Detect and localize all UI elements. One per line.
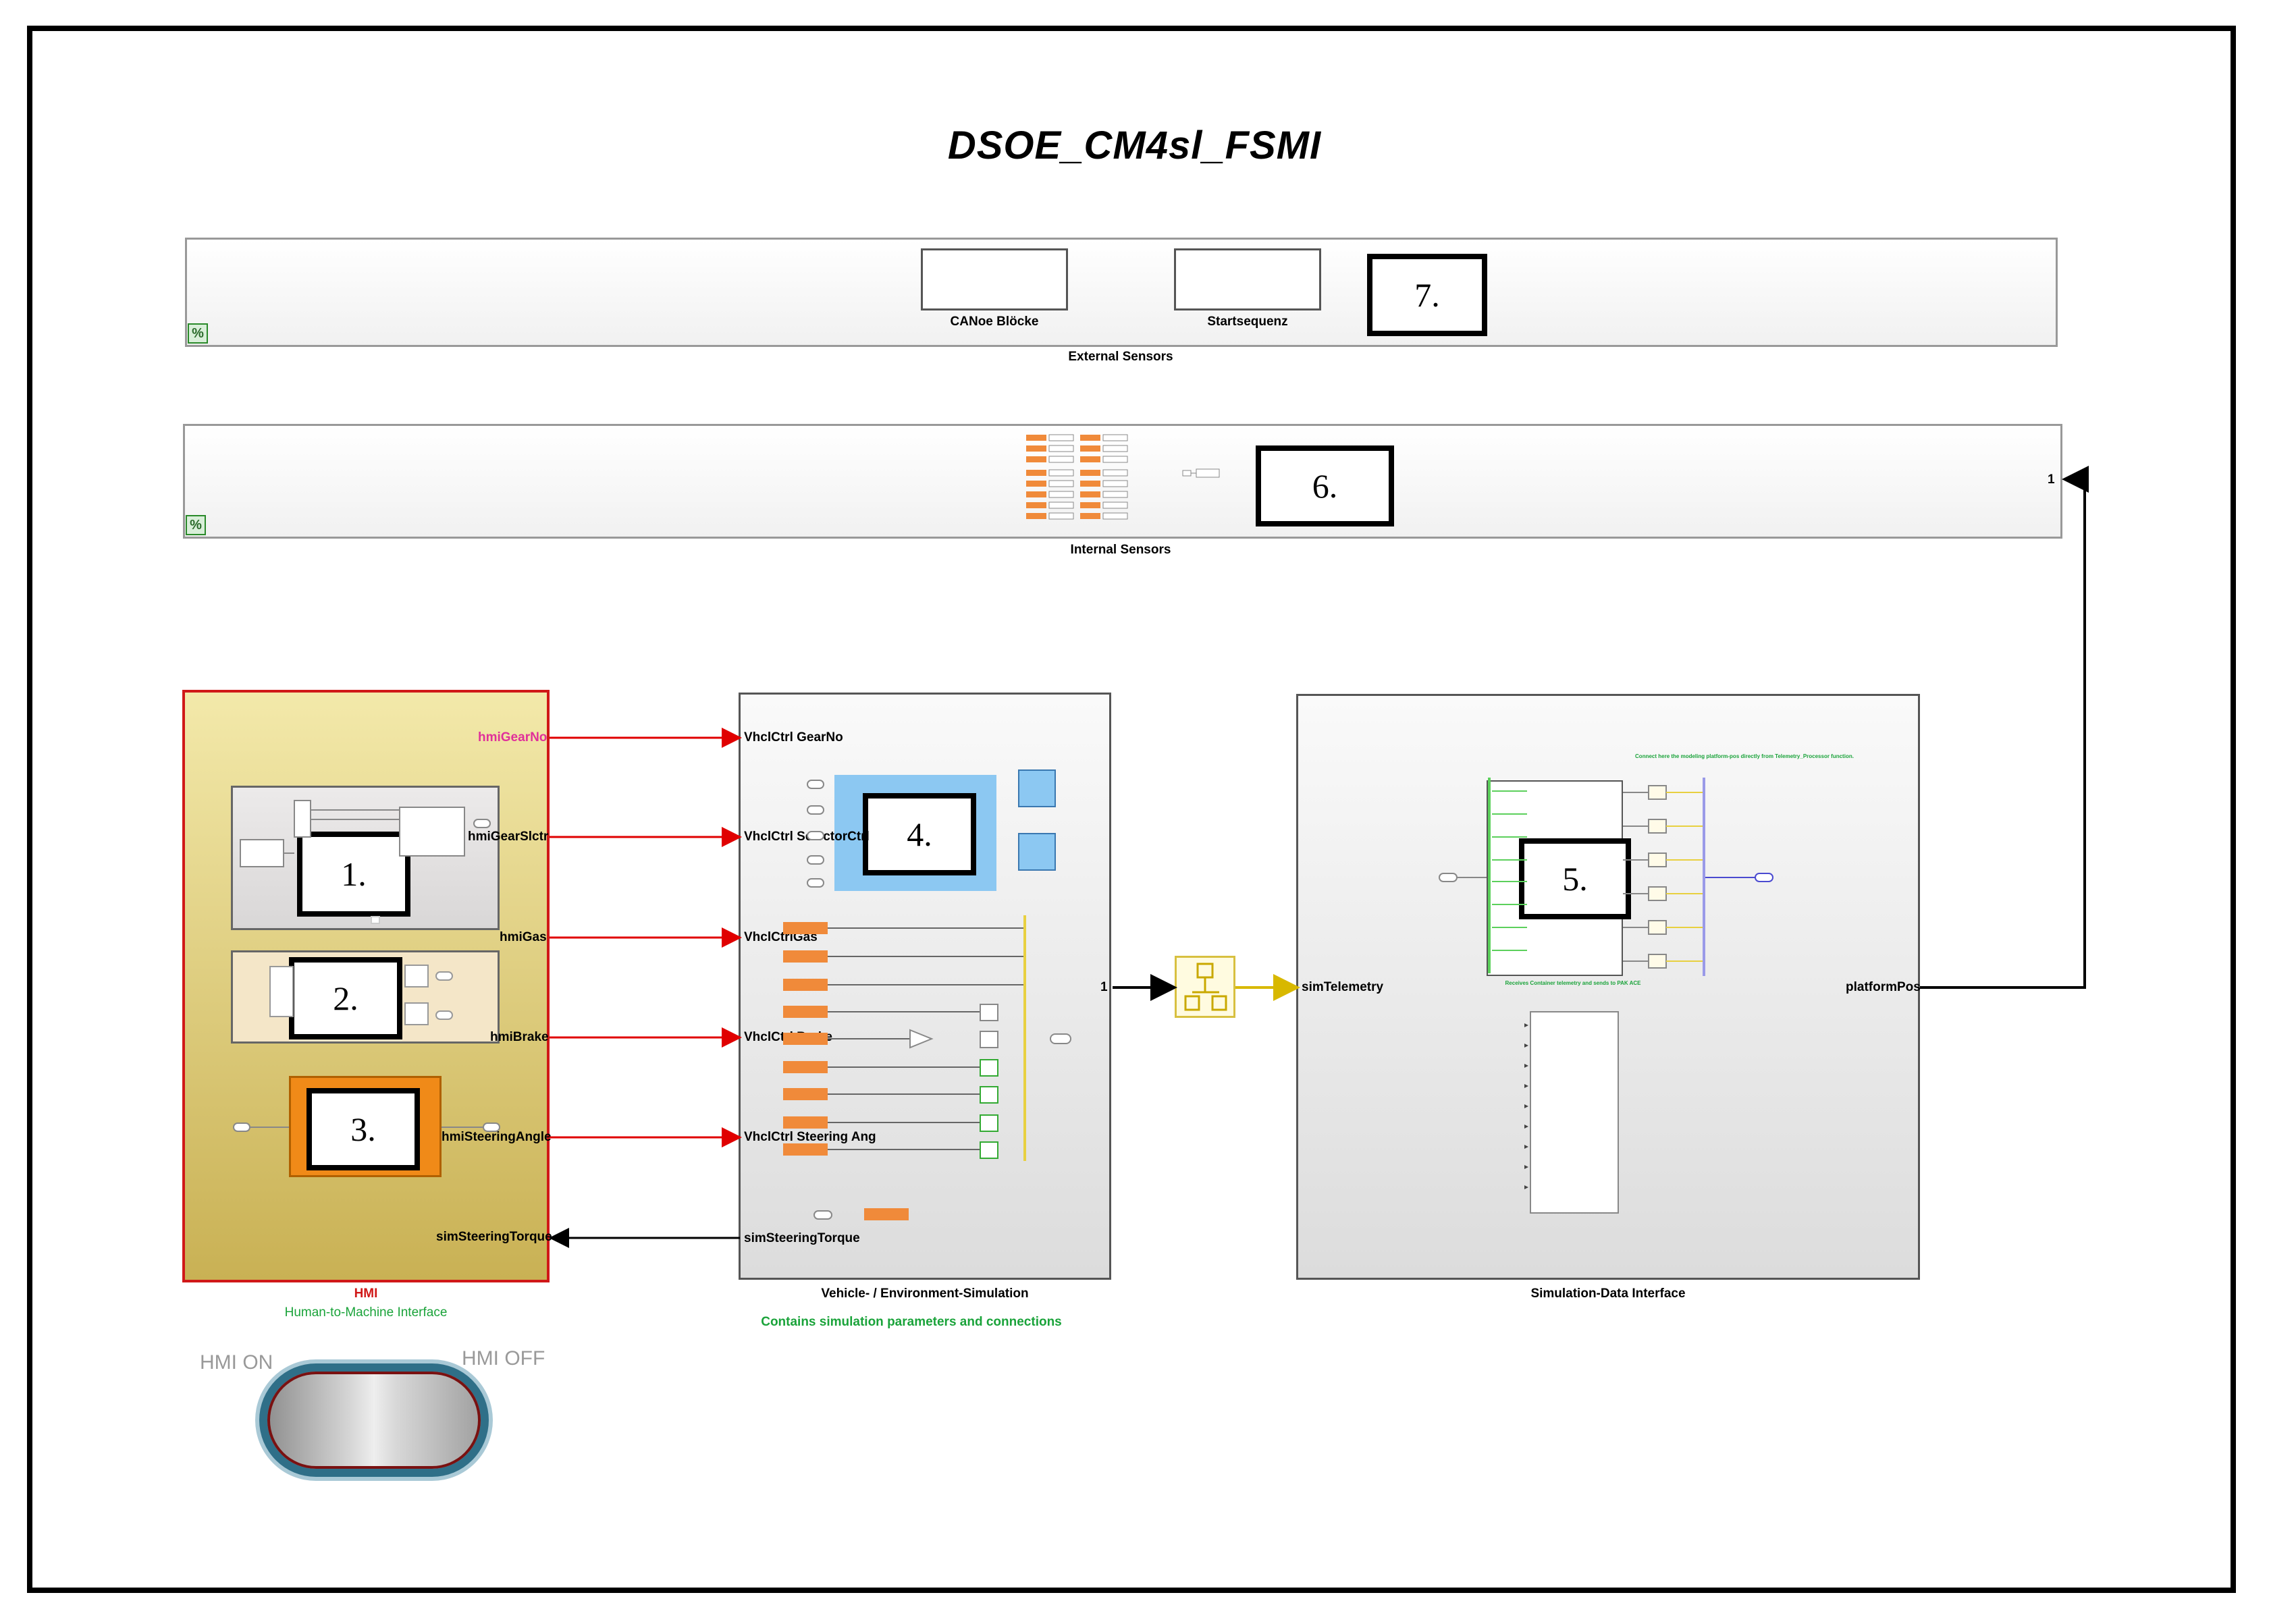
vehicle-sim-output-port: 1 <box>1100 980 1108 994</box>
wire-platformpos-feedback <box>1920 466 2089 989</box>
hmi-pedal-panel-graphics <box>269 965 453 1025</box>
vehicle-sim-input-gearno: VhclCtrl GearNo <box>744 730 843 745</box>
number-marker-4: 4. <box>863 793 976 875</box>
hmi-steering-ports <box>233 1122 500 1132</box>
vehicle-sim-inports <box>807 780 824 888</box>
hmi-on-label: HMI ON <box>200 1351 273 1374</box>
sim-data-outputs <box>1623 785 1703 969</box>
hmi-off-label: HMI OFF <box>462 1347 545 1370</box>
canoe-bloecke-block[interactable] <box>921 248 1068 310</box>
hmi-gear-panel-graphics <box>240 800 491 924</box>
sim-data-title: Simulation-Data Interface <box>1530 1287 1686 1301</box>
hmi-title: HMI <box>354 1287 378 1301</box>
vehicle-sim-display-1[interactable] <box>1018 769 1056 807</box>
number-marker-7: 7. <box>1367 254 1487 336</box>
vehicle-sim-title: Vehicle- / Environment-Simulation <box>821 1287 1029 1301</box>
vehicle-sim-input-selectorctrl: VhclCtrl SelectorCtrl <box>744 830 870 844</box>
sim-data-inport <box>1439 873 1458 882</box>
startsequenz-label: Startsequenz <box>1207 315 1288 329</box>
startsequenz-block[interactable] <box>1174 248 1321 310</box>
vehicle-sim-output-steeringtorque: simSteeringTorque <box>744 1231 860 1245</box>
external-sensors-subsystem[interactable] <box>185 238 2058 347</box>
percent-icon[interactable]: % <box>188 323 208 344</box>
hmi-subtitle: Human-to-Machine Interface <box>284 1305 448 1320</box>
sim-data-output-block[interactable] <box>1530 1011 1619 1214</box>
percent-icon[interactable]: % <box>186 515 206 535</box>
number-marker-6: 6. <box>1256 445 1394 526</box>
sim-data-note-mid: Receives Container telemetry and sends t… <box>1505 980 1641 986</box>
hmi-output-steeringangle: hmiSteeringAngle <box>442 1130 552 1144</box>
internal-sensors-port-label: 1 <box>2048 472 2055 487</box>
diagram-title: DSOE_CM4sl_FSMI <box>947 124 1322 167</box>
sim-data-outport <box>1755 873 1773 882</box>
hmi-toggle-track <box>267 1372 481 1469</box>
sim-data-output-block-ports <box>1524 1023 1528 1189</box>
sim-data-input-lines <box>1492 790 1527 951</box>
sim-data-output-platformpos: platformPos <box>1846 980 1921 994</box>
hmi-output-brake: hmiBrake <box>490 1030 549 1044</box>
canoe-bloecke-label: CANoe Blöcke <box>950 315 1039 329</box>
vehicle-sim-orange-sources <box>783 922 909 1220</box>
hmi-input-steeringtorque: simSteeringTorque <box>436 1230 552 1244</box>
hmi-toggle-switch[interactable] <box>259 1363 489 1477</box>
internal-sensor-blocks <box>1026 434 1220 520</box>
hmi-output-gas: hmiGas <box>500 930 547 944</box>
hmi-output-gearno: hmiGearNo <box>478 730 548 745</box>
hmi-output-gearslctr: hmiGearSlctr <box>468 830 549 844</box>
number-marker-5: 5. <box>1519 838 1631 919</box>
vehicle-sim-note: Contains simulation parameters and conne… <box>761 1315 1062 1329</box>
vehicle-sim-small-blocks <box>909 1004 1071 1159</box>
vehicle-sim-input-steering: VhclCtrl Steering Ang <box>744 1130 876 1144</box>
number-marker-3: 3. <box>306 1088 420 1170</box>
bus-creator-icon <box>1184 963 1227 1011</box>
vehicle-sim-signal-lines <box>828 927 1023 1150</box>
hmi-signal-wires <box>550 728 742 1147</box>
vehicle-sim-display-2[interactable] <box>1018 833 1056 871</box>
sim-data-input-telemetry: simTelemetry <box>1302 980 1384 994</box>
internal-sensors-label: Internal Sensors <box>1070 543 1171 557</box>
number-marker-2: 2. <box>289 957 402 1039</box>
external-sensors-label: External Sensors <box>1068 350 1173 364</box>
number-marker-1: 1. <box>297 832 410 917</box>
sim-data-note-top: Connect here the modeling platform-pos d… <box>1635 753 1854 759</box>
